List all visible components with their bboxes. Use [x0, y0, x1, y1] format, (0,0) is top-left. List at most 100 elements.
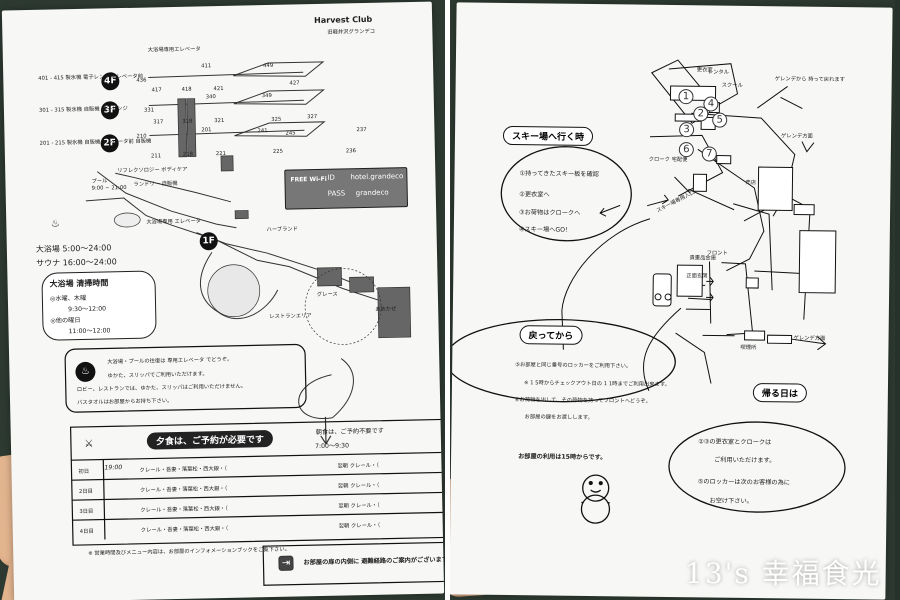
room-number: 211 — [150, 153, 162, 160]
room-number: 218 — [182, 151, 194, 158]
laundry-label: ランドリー 自販機 — [133, 180, 178, 188]
map-label-return-slope: ゲレンデから 持って戻れます — [774, 76, 846, 84]
brand-name: Harvest Club — [314, 14, 373, 26]
map-label-safe: 貴重品金庫 — [689, 255, 717, 262]
map-label-smoking: 喫煙所 — [740, 344, 757, 352]
left-information-sheet: Harvest Club 旧軽井沢グランデコ 大浴場専用エレベータ 4F 3F … — [1, 1, 445, 600]
ski-title: スキー場へ行く時 — [502, 125, 594, 147]
room-number: 241 — [257, 128, 268, 135]
elevator-area-label: 大浴場専用 エレベータ — [146, 218, 202, 226]
room-number: 201 — [201, 127, 212, 134]
dinner-reservation-label: 夕食は、ご予約が必要です — [146, 429, 274, 450]
ski-step-2: ②更衣室へ — [519, 191, 550, 199]
meal-breakfast-4: 翌朝 クレール・（ — [338, 522, 381, 530]
cleaning-days-1: ◎水曜、木曜 — [49, 294, 87, 303]
map-label-slope-direction-lower: ゲレンデ方面 — [793, 335, 826, 342]
room-number: 427 — [289, 80, 300, 87]
map-label-shop: 売店 — [745, 179, 757, 187]
return-title: 戻ってから — [519, 325, 583, 345]
meal-day-3: 3日目 — [79, 508, 94, 516]
left-floor-map-lines — [64, 61, 445, 586]
return-line-4: お部屋の鍵をお渡しします。 — [524, 414, 593, 422]
ski-step-4: ④スキー場へGO！ — [518, 226, 572, 234]
pool-hours: 9:00 ~ 21:00 — [91, 184, 127, 192]
cleaning-time-1: 9:30～12:00 — [68, 305, 107, 314]
room-number: 221 — [215, 150, 227, 158]
free-wifi-box: FREE Wi-Fi ID hotel.grandeco PASS grande… — [284, 167, 409, 210]
room-number: 331 — [143, 107, 155, 114]
leave-title: 帰る日は — [752, 383, 808, 403]
room-number: 210 — [136, 133, 147, 140]
map-number-3: 3 — [679, 122, 695, 138]
map-number-6: 6 — [678, 142, 694, 158]
breakfast-label: 朝食は、ご予約不要です — [315, 427, 384, 437]
collage-divider — [445, 0, 450, 600]
reflexology-label: リフレクソロジー ボディケア — [117, 166, 188, 175]
wifi-id-label: ID — [327, 173, 335, 182]
wifi-label: FREE Wi-Fi — [290, 175, 327, 184]
map-label-rental: レンタル — [707, 69, 730, 76]
amekaze-label: あめかぜ — [375, 306, 397, 313]
ski-step-3: ③お荷物はクロークへ — [519, 209, 581, 217]
room-number: 417 — [151, 87, 162, 94]
right-ski-map-lines — [450, 59, 846, 524]
return-line-1: ⑤お部屋と同じ番号のロッカーをご利用下さい。 — [515, 362, 632, 370]
meal-day-1: 初日 — [78, 468, 90, 476]
leave-line-3: ⑤のロッカーは次のお客様の為に — [697, 478, 791, 487]
ski-step-1: ①持ってきたスキー板を確認 — [519, 170, 599, 179]
herb-land-label: ハーブランド — [266, 226, 299, 234]
right-photo-panel: 更衣室 レンタル スクール ゲレンデから 持って戻れます ゲレンデ方面 クローク… — [450, 0, 895, 600]
map-number-5: 5 — [712, 112, 728, 128]
breakfast-time: 7:00～9:30 — [314, 442, 350, 451]
left-photo-panel: Harvest Club 旧軽井沢グランデコ 大浴場専用エレベータ 4F 3F … — [0, 0, 445, 600]
room-number: 436 — [136, 77, 147, 84]
meal-day-2: 2日目 — [78, 488, 93, 496]
leave-line-1: ②③の更衣室とクロークは — [698, 438, 772, 447]
room-number: 421 — [213, 85, 224, 93]
map-label-slope-direction: ゲレンデ方面 — [780, 133, 813, 140]
brand-subtitle: 旧軽井沢グランデコ — [327, 28, 376, 36]
cleaning-hours-box: 大浴場 清掃時間 ◎水曜、木曜 9:30～12:00 ◎他の曜日 11:00～1… — [41, 270, 157, 341]
leave-line-2: ご利用いただけます。 — [714, 456, 776, 465]
cleaning-title: 大浴場 清掃時間 — [49, 278, 109, 289]
blog-watermark: 13's 幸福食光 — [685, 557, 882, 590]
room-number: 321 — [214, 117, 225, 125]
room-number: 411 — [200, 63, 212, 70]
meal-breakfast-2: 翌朝 クレール・（ — [337, 482, 380, 490]
meal-day-4: 4日目 — [79, 528, 94, 536]
bath-hours: 大浴場 5:00～24:00 — [35, 243, 112, 254]
meal-breakfast-1: 翌朝 クレール・（ — [337, 462, 379, 470]
map-label-main-entrance: 正面玄関 — [686, 273, 708, 280]
room-number: 325 — [271, 116, 282, 123]
room-number: 340 — [205, 94, 216, 101]
wifi-id: hotel.grandeco — [350, 172, 404, 182]
return-line-3: ⑥お荷物を出して、その荷物を持ってフロントへどうぞ。 — [514, 397, 652, 405]
pool-label: プール — [91, 178, 108, 185]
meal-breakfast-3: 翌朝 クレール・（ — [338, 502, 380, 510]
room-number: 225 — [272, 148, 284, 155]
sauna-hours: サウナ 16:00～24:00 — [36, 257, 117, 268]
room-number: 349 — [261, 92, 272, 100]
room-number: 317 — [153, 119, 164, 126]
meal-time-1: 19:00 — [104, 464, 123, 472]
bath-elevator-label: 大浴場専用エレベータ — [147, 46, 201, 54]
cleaning-time-2: 11:00～12:00 — [68, 327, 111, 336]
room-number: 327 — [307, 113, 318, 121]
room-availability-note: お部屋の利用は15時からです。 — [518, 453, 607, 462]
restaurant-area-label: レストランエリア — [269, 313, 312, 321]
wifi-pass-label: PASS — [327, 189, 346, 198]
leave-line-4: お空け下さい。 — [709, 497, 753, 506]
right-ski-sheet: 更衣室 レンタル スクール ゲレンデから 持って戻れます ゲレンデ方面 クローク… — [450, 2, 893, 600]
map-number-7: 7 — [701, 146, 717, 162]
room-number: 418 — [181, 86, 192, 93]
grace-label: グレース — [316, 291, 338, 299]
room-number: 237 — [356, 126, 367, 134]
room-number: 318 — [182, 118, 193, 125]
exit-icon: ⇥ — [278, 555, 294, 571]
room-number: 449 — [263, 62, 274, 70]
map-number-1: 1 — [678, 89, 694, 105]
room-number: 236 — [345, 148, 357, 155]
map-number-4: 4 — [703, 96, 719, 112]
map-label-school: スクール — [721, 82, 743, 89]
